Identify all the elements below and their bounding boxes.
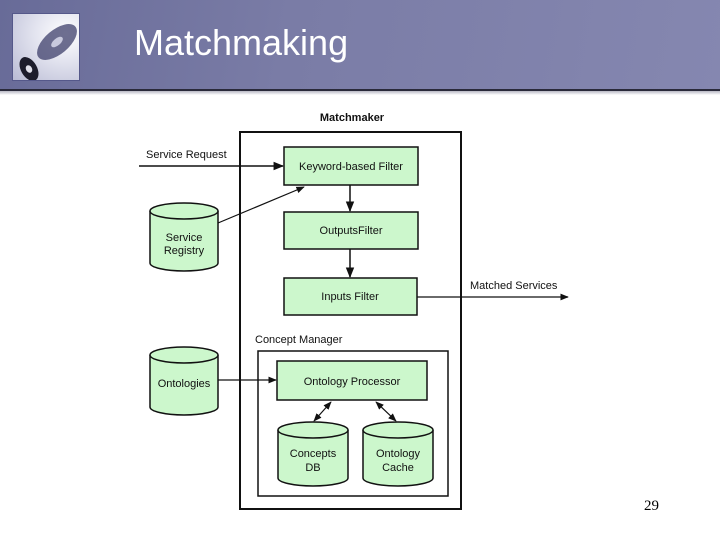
service-registry-label-2: Registry [164,245,205,257]
concepts-db-label-2: DB [305,462,320,474]
service-request-label: Service Request [146,149,227,161]
keyword-filter-box [283,146,419,186]
keyword-filter-label: Keyword-based Filter [299,161,403,173]
concept-manager-frame [257,350,449,497]
ontology-processor-label: Ontology Processor [304,376,401,388]
matchmaker-title: Matchmaker [320,112,385,124]
ontology-cache-store: Ontology Cache [362,421,434,487]
ontology-cache-label-2: Cache [382,462,414,474]
outputs-filter-box [283,211,419,250]
service-registry-store: Service Registry [149,202,219,272]
ontologies-store: Ontologies [149,346,219,416]
processor-concepts-db-arrow [313,401,332,422]
registry-to-keyword-arrow [217,186,305,224]
processor-ontology-cache-arrow [375,401,397,422]
header-shadow [0,91,720,95]
inputs-filter-label: Inputs Filter [321,291,379,303]
matched-services-label: Matched Services [470,280,558,292]
concepts-db-store: Concepts DB [277,421,349,487]
header-divider [0,89,720,91]
ontology-cache-label-1: Ontology [376,448,421,460]
concepts-db-label-1: Concepts [290,448,337,460]
matchmaker-frame [239,131,462,510]
slide-title: Matchmaking [134,22,349,63]
slide-header [0,0,720,89]
page-number: 29 [644,498,659,514]
ontologies-label: Ontologies [158,378,211,390]
cd-disc-icon [12,13,80,81]
ontology-processor-box [276,360,428,401]
concept-manager-label: Concept Manager [255,334,343,346]
service-registry-label-1: Service [166,232,203,244]
outputs-filter-label: OutputsFilter [320,225,383,237]
